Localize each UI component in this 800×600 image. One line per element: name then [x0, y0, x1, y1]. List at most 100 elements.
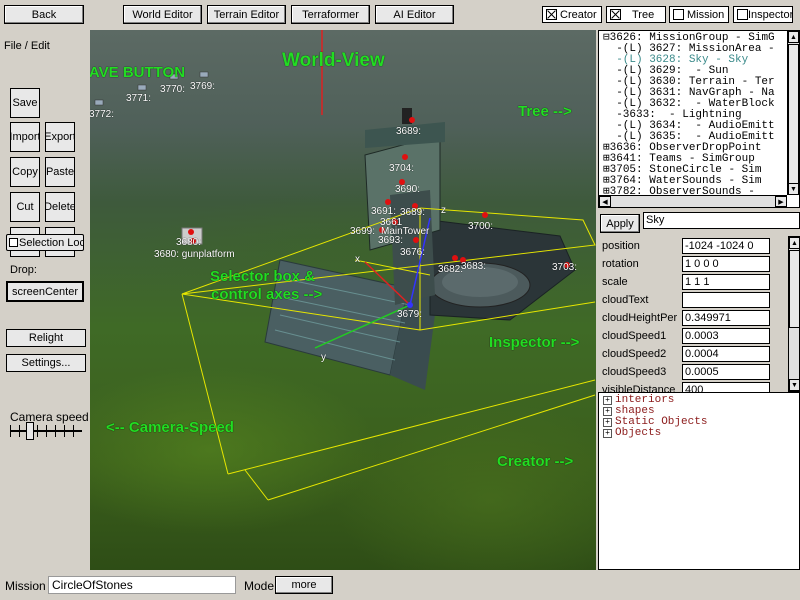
top-toolbar: Back World Editor Terrain Editor Terrafo… [0, 0, 800, 30]
tree-item[interactable]: ⊞3641: Teams - SimGroup [603, 153, 755, 165]
scroll-thumb[interactable] [788, 44, 799, 184]
import-button[interactable]: Import [10, 122, 40, 152]
tree-vertical-scrollbar[interactable]: ▲ ▼ [787, 31, 799, 195]
prop-value-field[interactable]: 0.0005 [682, 364, 770, 380]
object-id-label[interactable]: MainTower [381, 226, 430, 237]
world-editor-button[interactable]: World Editor [123, 5, 202, 24]
creator-item[interactable]: + Static Objects [603, 417, 707, 428]
object-id-label[interactable]: 3772: [90, 109, 115, 120]
object-id-label[interactable]: 3661 [380, 217, 403, 228]
tree-item[interactable]: ⊞3782: ObserverSounds - [603, 186, 755, 198]
scroll-thumb[interactable] [789, 250, 800, 328]
world-view-title: World-View [282, 50, 385, 71]
expand-icon[interactable]: + [603, 407, 612, 416]
mission-toggle[interactable]: Mission [669, 6, 729, 23]
tree-item[interactable]: -(L) 3627: MissionArea - [603, 43, 775, 55]
more-button[interactable]: more [275, 576, 333, 594]
creator-item[interactable]: + interiors [603, 395, 674, 406]
scroll-down-icon[interactable]: ▼ [789, 379, 800, 391]
object-id-label[interactable]: 3682: [438, 264, 464, 275]
slider-ticks [10, 425, 82, 437]
object-id-label[interactable]: 3700: [468, 221, 494, 232]
mission-name-field[interactable]: CircleOfStones [48, 576, 236, 594]
selector-annotation-line2: control axes --> [211, 286, 323, 303]
creator-panel[interactable]: + interiors + shapes + Static Objects + … [598, 392, 800, 570]
object-id-label[interactable]: 3680: gunplatform [154, 249, 235, 260]
object-id-label[interactable]: 3689: [400, 207, 426, 218]
scroll-right-icon[interactable]: ▶ [775, 196, 787, 207]
object-id-label[interactable]: 3771: [126, 93, 152, 104]
tree-item[interactable]: ⊞3636: ObserverDropPoint [603, 142, 762, 154]
object-id-label[interactable]: 3689: [396, 126, 422, 137]
object-id-label[interactable]: 3690: [395, 184, 421, 195]
scroll-left-icon[interactable]: ◀ [599, 196, 611, 207]
tree-toggle[interactable]: Tree [606, 6, 666, 23]
settings-button[interactable]: Settings... [6, 354, 86, 372]
tree-item[interactable]: -(L) 3629: - Sun [603, 65, 729, 77]
object-id-label[interactable]: 3769: [190, 81, 216, 92]
drop-select[interactable]: screenCenter [6, 281, 84, 302]
world-view[interactable]: World-View <-- SAVE BUTTON Tree --> Sele… [90, 30, 596, 570]
tree-item-selected[interactable]: -(L) 3628: Sky - Sky [603, 54, 749, 66]
prop-name: position [602, 240, 640, 252]
scroll-up-icon[interactable]: ▲ [788, 31, 799, 43]
prop-value-field[interactable]: -1024 -1024 0 [682, 238, 770, 254]
object-id-label[interactable]: 3704: [389, 163, 415, 174]
camera-speed-slider[interactable] [10, 422, 82, 440]
prop-value-field[interactable]: 1 0 0 0 [682, 256, 770, 272]
checkbox-icon [737, 9, 748, 20]
cut-button[interactable]: Cut [10, 192, 40, 222]
tree-item[interactable]: -(L) 3630: Terrain - Ter [603, 76, 775, 88]
delete-button[interactable]: Delete [45, 192, 75, 222]
back-button[interactable]: Back [4, 5, 84, 24]
tree-panel[interactable]: ⊟3626: MissionGroup - SimG -(L) 3627: Mi… [598, 30, 800, 208]
object-name-field[interactable]: Sky [643, 212, 800, 229]
tree-item[interactable]: -(L) 3634: - AudioEmitt [603, 120, 775, 132]
scroll-up-icon[interactable]: ▲ [789, 237, 800, 249]
copy-button[interactable]: Copy [10, 157, 40, 187]
expand-icon[interactable]: + [603, 396, 612, 405]
tree-item[interactable]: ⊟3626: MissionGroup - SimG [603, 32, 775, 44]
creator-toggle[interactable]: Creator [542, 6, 602, 23]
ai-editor-button[interactable]: AI Editor [375, 5, 454, 24]
scroll-down-icon[interactable]: ▼ [788, 183, 799, 195]
tree-item[interactable]: -3633: - Lightning [603, 109, 742, 121]
object-id-label[interactable]: 3693: [378, 235, 404, 246]
tree-horizontal-scrollbar[interactable]: ◀ ▶ [599, 195, 787, 207]
inspector-toggle[interactable]: Inspector [733, 6, 793, 23]
relight-button[interactable]: Relight [6, 329, 86, 347]
object-id-label[interactable]: 3676: [400, 247, 426, 258]
tree-item[interactable]: -(L) 3631: NavGraph - Na [603, 87, 775, 99]
creator-item[interactable]: + Objects [603, 428, 661, 439]
object-id-label[interactable]: 3679: [397, 309, 423, 320]
tree-item[interactable]: ⊞3764: WaterSounds - Sim [603, 175, 762, 187]
prop-value-field[interactable]: 1 1 1 [682, 274, 770, 290]
terrain-editor-button[interactable]: Terrain Editor [207, 5, 286, 24]
slider-thumb[interactable] [26, 422, 34, 440]
terraformer-button[interactable]: Terraformer [291, 5, 370, 24]
prop-value-field[interactable]: 400 [682, 382, 770, 392]
save-button[interactable]: Save [10, 88, 40, 118]
left-panel: File / Edit Save Import Export Copy Past… [0, 30, 90, 570]
paste-button[interactable]: Paste [45, 157, 75, 187]
tree-item[interactable]: ⊞3705: StoneCircle - Sim [603, 164, 762, 176]
object-id-label[interactable]: 3680: [176, 237, 202, 248]
object-id-label[interactable]: 3770: [160, 84, 186, 95]
prop-value-field[interactable]: 0.0003 [682, 328, 770, 344]
object-id-label[interactable]: 3691: [371, 206, 397, 217]
tree-item[interactable]: -(L) 3635: - AudioEmitt [603, 131, 775, 143]
export-button[interactable]: Export [45, 122, 75, 152]
expand-icon[interactable]: + [603, 418, 612, 427]
object-id-label[interactable]: 3703: [552, 262, 578, 273]
prop-value-field[interactable]: 0.0004 [682, 346, 770, 362]
prop-value-field[interactable] [682, 292, 770, 308]
prop-value-field[interactable]: 0.349971 [682, 310, 770, 326]
apply-button[interactable]: Apply [600, 214, 640, 233]
selection-lock-toggle[interactable]: Selection Loc [6, 234, 84, 251]
expand-icon[interactable]: + [603, 429, 612, 438]
inspector-scrollbar[interactable]: ▲ ▼ [788, 236, 800, 392]
creator-item[interactable]: + shapes [603, 406, 655, 417]
object-id-label[interactable]: 3683: [461, 261, 487, 272]
object-id-label[interactable]: 3699: [350, 226, 376, 237]
tree-item[interactable]: -(L) 3632: - WaterBlock [603, 98, 775, 110]
